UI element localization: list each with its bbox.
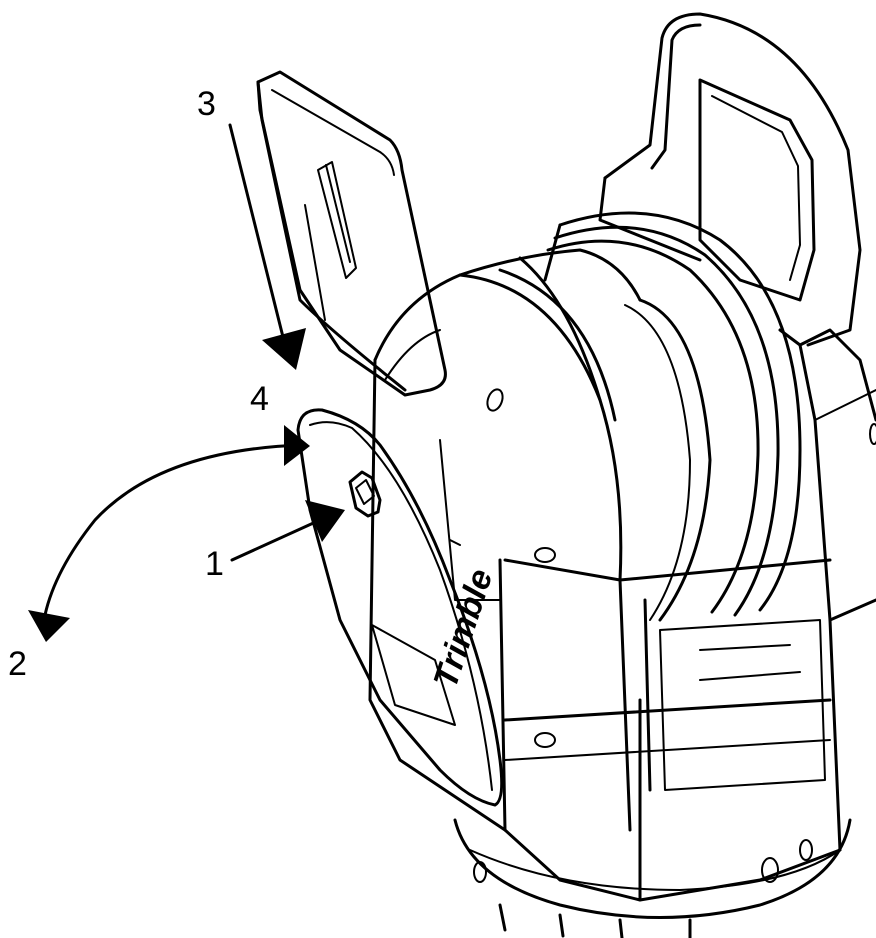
battery-pack	[256, 70, 447, 397]
battery-door-latch	[348, 470, 382, 518]
brand-logo: Trimble	[426, 565, 500, 693]
instrument-body: Trimble	[256, 12, 876, 938]
callout-4: 4	[250, 380, 269, 418]
callout-3: 3	[197, 85, 216, 123]
callout-2: 2	[8, 645, 27, 683]
arrow-3-insert-battery	[228, 123, 306, 370]
instrument-base	[453, 818, 852, 938]
telescope-drum	[543, 211, 802, 622]
callout-labels: 1 2 3 4	[8, 85, 269, 683]
arrow-2-close-door	[28, 425, 310, 642]
battery-door: Trimble	[296, 408, 504, 807]
carry-handle	[598, 12, 862, 347]
right-standard	[778, 328, 876, 852]
callout-1: 1	[205, 545, 224, 583]
left-yoke	[368, 248, 842, 902]
arrow-1-press-latch	[230, 500, 345, 562]
